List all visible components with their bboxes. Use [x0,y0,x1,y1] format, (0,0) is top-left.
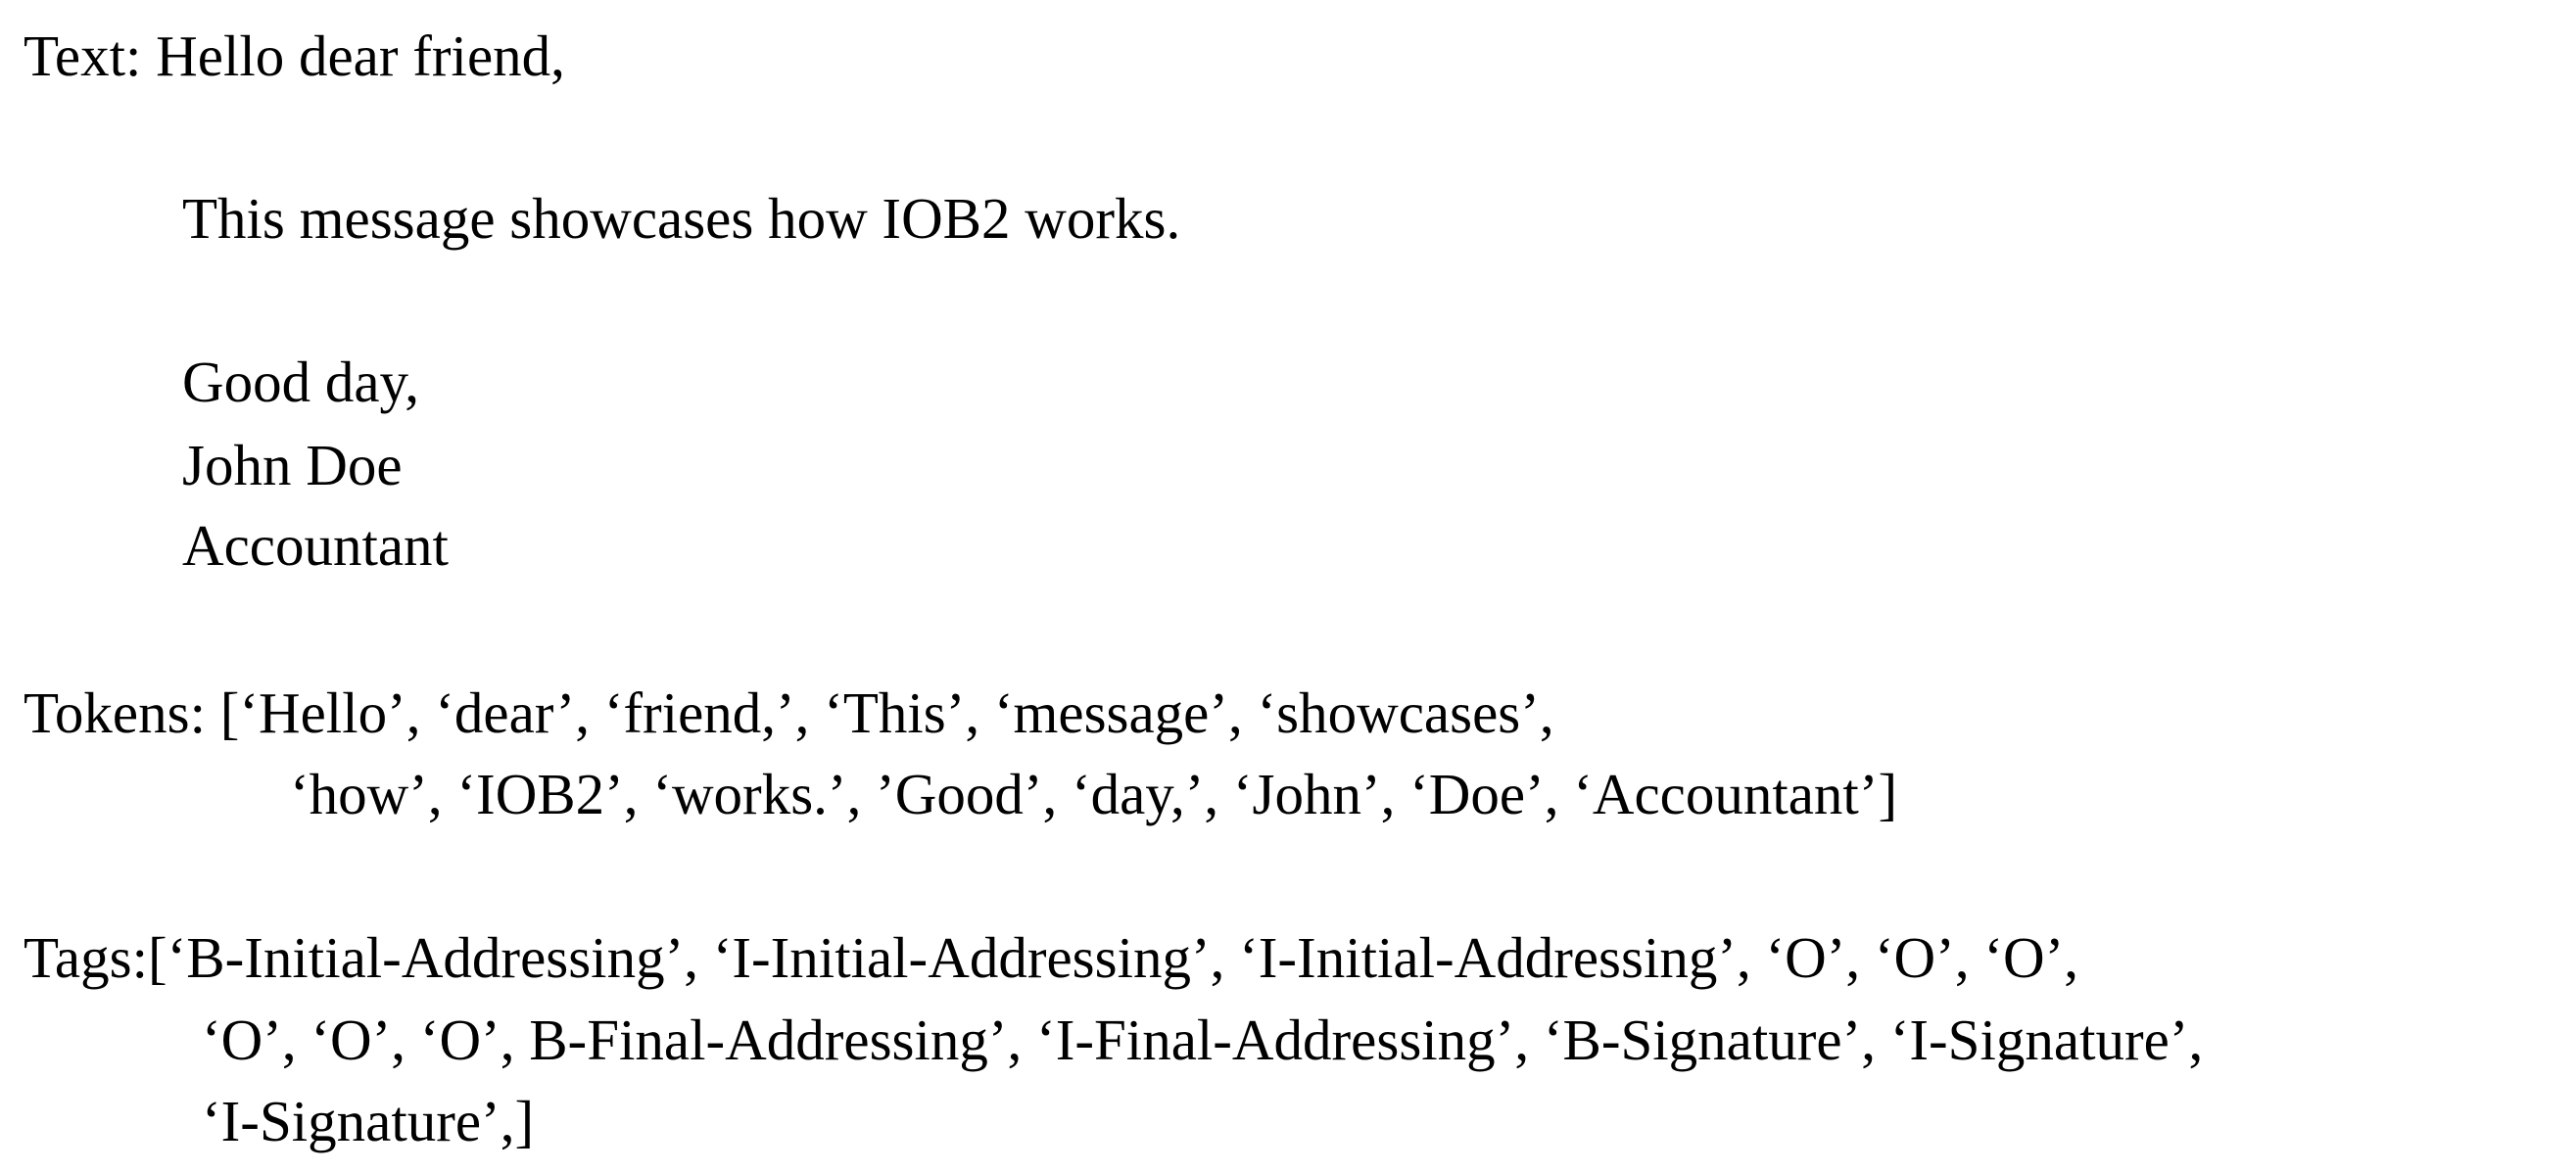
tags-label: Tags: [24,925,148,990]
text-role: Accountant [182,513,449,578]
tags-list-part-1: [‘B-Initial-Addressing’, ‘I-Initial-Addr… [147,925,2078,990]
tokens-label: Tokens: [24,680,206,745]
tokens-line-1: Tokens: [‘Hello’, ‘dear’, ‘friend,’, ‘Th… [24,679,1554,747]
text-name: John Doe [182,433,403,497]
tokens-list-part-1: [‘Hello’, ‘dear’, ‘friend,’, ‘This’, ‘me… [219,680,1554,745]
tags-list-part-2: ‘O’, ‘O’, ‘O’, B-Final-Addressing’, ‘I-F… [202,1008,2204,1072]
text-body: This message showcases how IOB2 works. [182,186,1181,251]
text-greeting: Hello dear friend, [156,23,565,88]
text-line-greeting: Text: Hello dear friend, [24,22,565,90]
tags-line-1: Tags:[‘B-Initial-Addressing’, ‘I-Initial… [24,923,2078,992]
tags-list-part-3: ‘I-Signature’,] [202,1089,535,1153]
text-closing: Good day, [182,350,419,414]
text-label: Text: [24,23,142,88]
tokens-list-part-2: ‘how’, ‘IOB2’, ‘works.’, ’Good’, ‘day,’,… [290,762,1898,826]
